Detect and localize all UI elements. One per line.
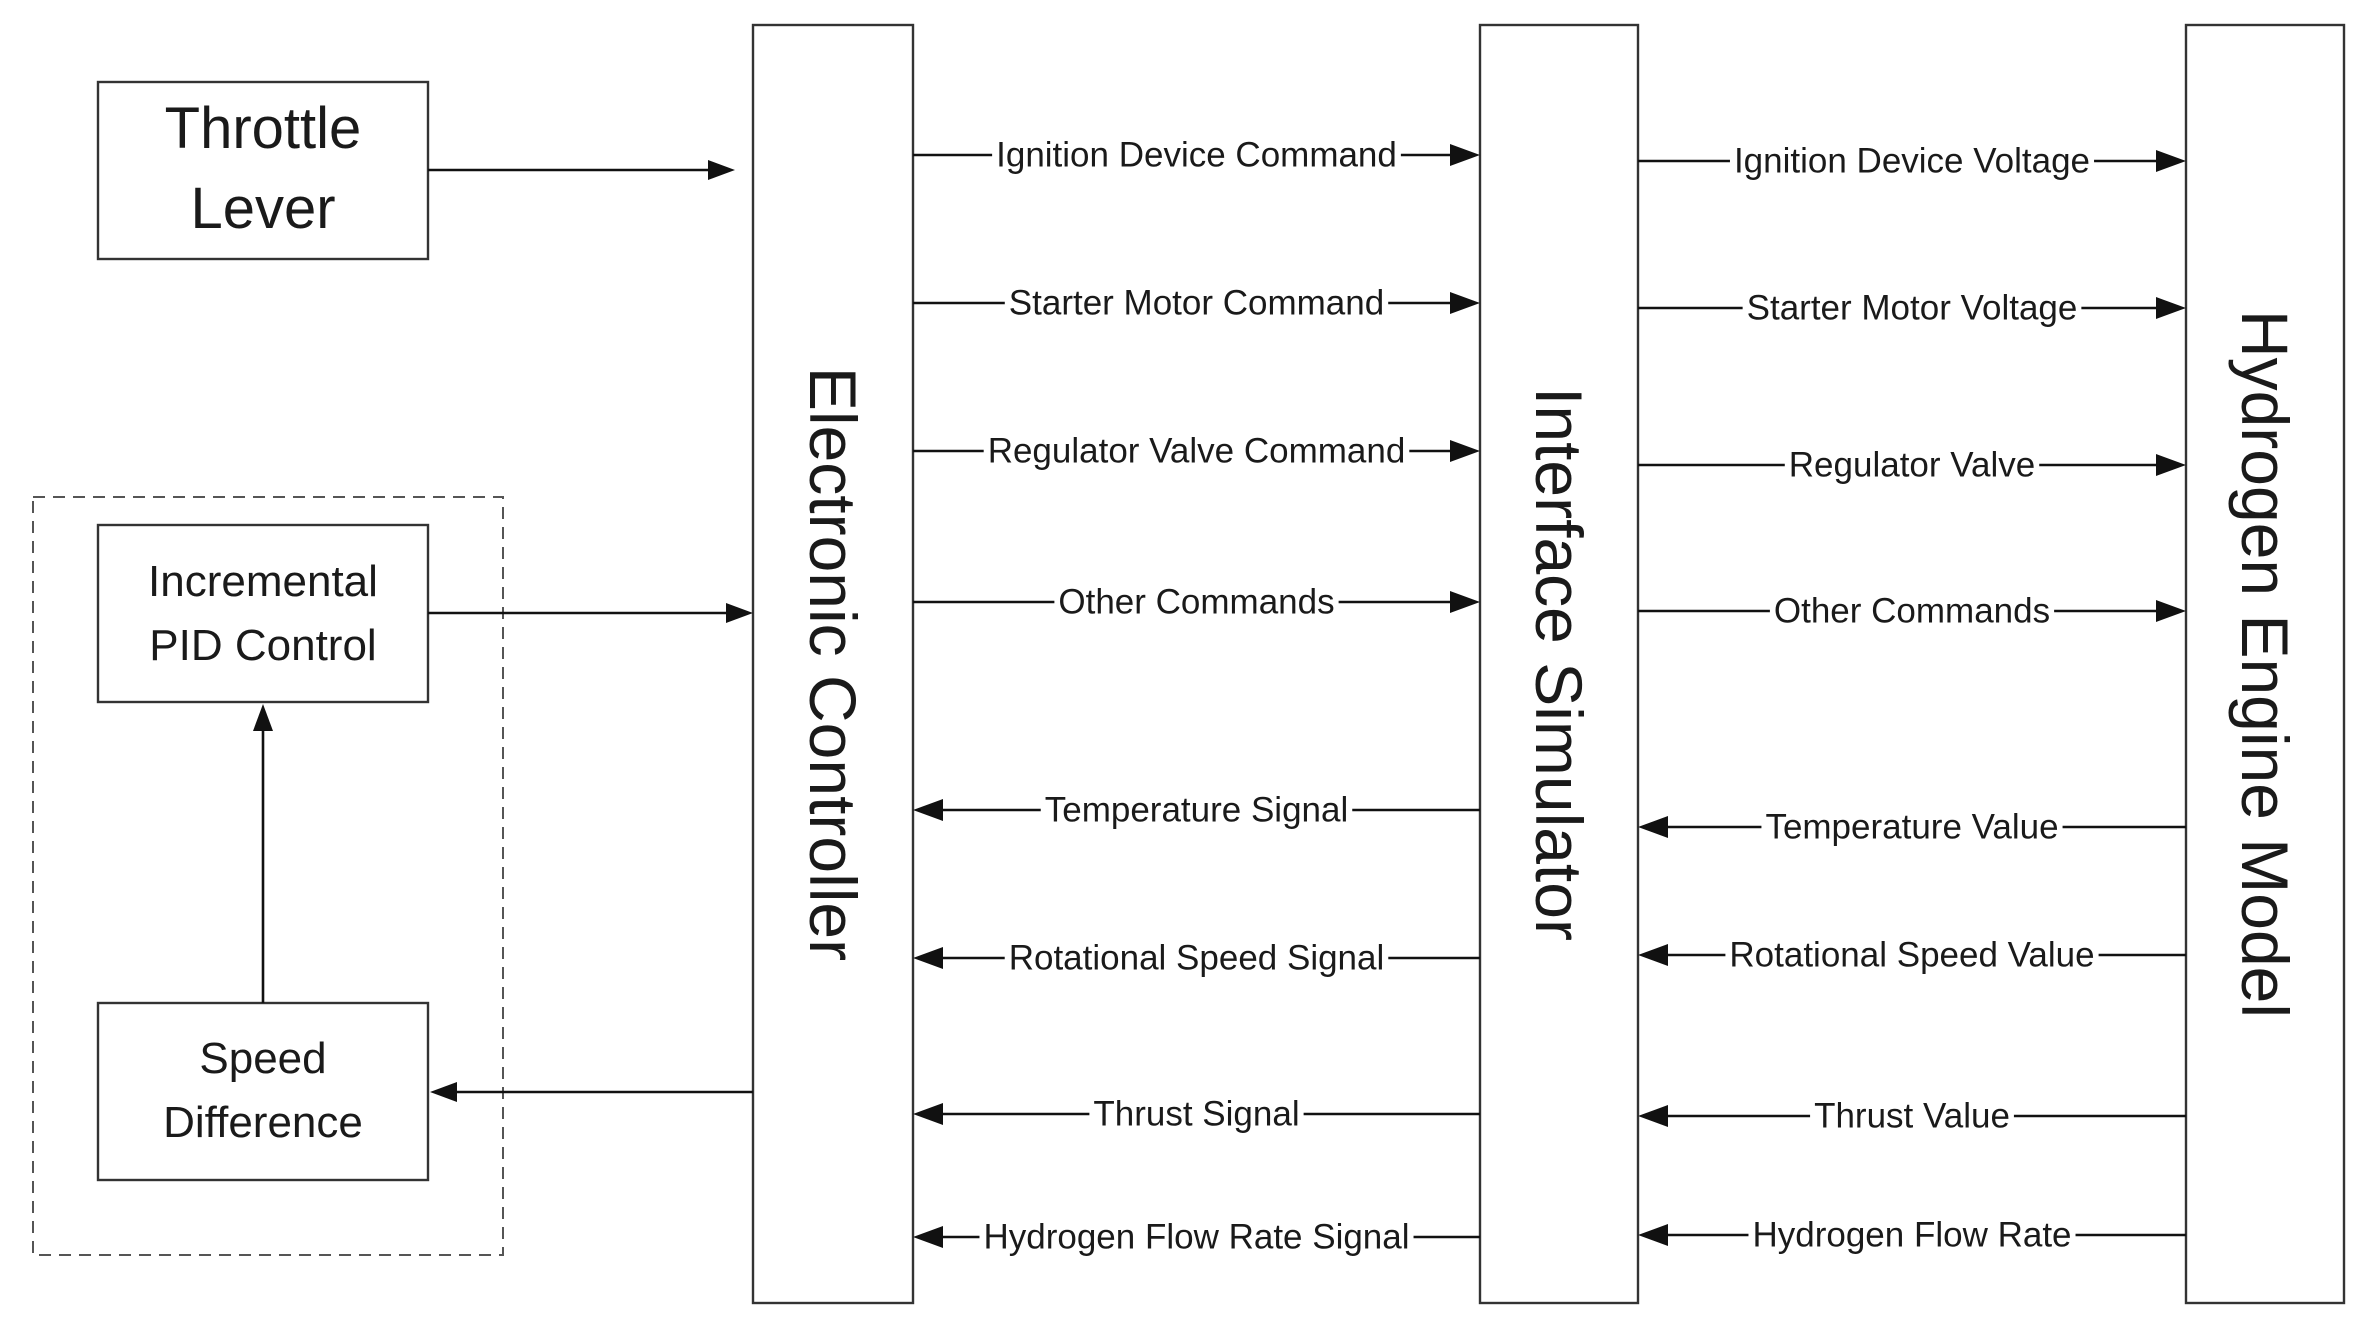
- signal-label-background: [1761, 809, 2063, 845]
- signal-label: Hydrogen Flow Rate Signal: [983, 1218, 1409, 1257]
- arrow-head: [913, 799, 943, 821]
- signal-label: Rotational Speed Value: [1729, 936, 2094, 975]
- sim-to-engine-signal-2: Starter Motor Voltage: [1638, 289, 2186, 328]
- engine-to-sim-signal-4: Hydrogen Flow Rate: [1638, 1216, 2186, 1255]
- signal-label-background: [992, 137, 1401, 173]
- engine-model-block: Hydrogen Engine Model: [2184, 23, 2346, 1305]
- ctrl-to-sim-signal-4: Other Commands: [913, 583, 1480, 622]
- arrow-head: [1450, 440, 1480, 462]
- pid-control-label-line1: Incremental: [148, 557, 378, 606]
- signal-label-background: [1769, 593, 2055, 629]
- ctrl-to-sim-signal-2: Starter Motor Command: [913, 284, 1480, 323]
- sim-to-ctrl-signal-1: Temperature Signal: [913, 791, 1480, 830]
- signal-label: Ignition Device Command: [996, 136, 1397, 175]
- signal-label: Hydrogen Flow Rate: [1752, 1216, 2071, 1255]
- arrow-head: [913, 1103, 943, 1125]
- arrow-head: [2156, 454, 2186, 476]
- signal-label: Temperature Value: [1765, 808, 2058, 847]
- arrow-head: [2156, 600, 2186, 622]
- signal-label-background: [979, 1219, 1414, 1255]
- arrow-head: [2156, 297, 2186, 319]
- pid-loop-group-border: [32, 496, 504, 1256]
- arrow-head: [2156, 150, 2186, 172]
- engine-to-sim-signal-1: Temperature Value: [1638, 808, 2186, 847]
- signal-label: Regulator Valve: [1789, 446, 2035, 485]
- signal-label-background: [1725, 937, 2099, 973]
- engine-to-sim-signal-3: Thrust Value: [1638, 1097, 2186, 1136]
- throttle-to-controller-arrow: [428, 160, 735, 180]
- arrow-head: [1450, 292, 1480, 314]
- signal-label: Other Commands: [1774, 592, 2050, 631]
- signal-label-background: [1784, 447, 2040, 483]
- engine-model-label: Hydrogen Engine Model: [2228, 310, 2302, 1018]
- signal-label-background: [1054, 584, 1339, 620]
- throttle-lever-label-line2: Lever: [190, 176, 335, 241]
- electronic-controller-label: Electronic Controller: [796, 367, 870, 961]
- signal-label-background: [1040, 792, 1353, 828]
- speed-difference-label-line1: Speed: [199, 1034, 326, 1083]
- throttle-lever-block: Throttle Lever: [96, 80, 430, 261]
- arrow-head: [1638, 816, 1668, 838]
- signal-label-background: [1729, 143, 2095, 179]
- signal-label-background: [1810, 1098, 2014, 1134]
- interface-simulator-block: Interface Simulator: [1478, 23, 1640, 1305]
- signal-label: Thrust Value: [1814, 1097, 2010, 1136]
- arrow-head: [913, 947, 943, 969]
- pid-control-label-line2: PID Control: [149, 621, 376, 670]
- signal-label: Starter Motor Command: [1009, 284, 1384, 323]
- speed-difference-block: Speed Difference: [96, 1001, 430, 1182]
- interface-simulator-label: Interface Simulator: [1522, 387, 1596, 941]
- speed-difference-to-pid-arrow: [253, 704, 273, 1003]
- arrow-head: [1450, 144, 1480, 166]
- pid-control-block: Incremental PID Control: [96, 523, 430, 704]
- electronic-controller-block: Electronic Controller: [751, 23, 915, 1305]
- signal-label: Thrust Signal: [1093, 1095, 1299, 1134]
- arrow-head: [913, 1226, 943, 1248]
- controller-to-speed-difference-arrow: [430, 1082, 753, 1102]
- arrow-head: [1450, 591, 1480, 613]
- pid-to-controller-arrow: [428, 603, 753, 623]
- arrow-head: [1638, 944, 1668, 966]
- sim-to-engine-signal-1: Ignition Device Voltage: [1638, 142, 2186, 181]
- signal-label-background: [1089, 1096, 1304, 1132]
- signal-label: Temperature Signal: [1045, 791, 1349, 830]
- engine-to-sim-signal-2: Rotational Speed Value: [1638, 936, 2186, 975]
- sim-to-ctrl-signal-3: Thrust Signal: [913, 1095, 1480, 1134]
- arrow-head: [1638, 1105, 1668, 1127]
- sim-to-ctrl-signal-4: Hydrogen Flow Rate Signal: [913, 1218, 1480, 1257]
- signal-label: Other Commands: [1058, 583, 1334, 622]
- signal-label-background: [1004, 285, 1389, 321]
- sim-to-ctrl-signal-2: Rotational Speed Signal: [913, 939, 1480, 978]
- arrow-head: [1638, 1224, 1668, 1246]
- signal-label-background: [1748, 1217, 2076, 1253]
- sim-to-engine-signal-3: Regulator Valve: [1638, 446, 2186, 485]
- ctrl-to-sim-signal-3: Regulator Valve Command: [913, 432, 1480, 471]
- signal-label-background: [1742, 290, 2082, 326]
- signal-label-background: [983, 433, 1410, 469]
- signal-label: Rotational Speed Signal: [1009, 939, 1385, 978]
- signal-label: Regulator Valve Command: [988, 432, 1406, 471]
- sim-to-engine-signal-4: Other Commands: [1638, 592, 2186, 631]
- signal-label: Starter Motor Voltage: [1747, 289, 2078, 328]
- throttle-lever-label-line1: Throttle: [165, 96, 362, 161]
- ctrl-to-sim-signal-1: Ignition Device Command: [913, 136, 1480, 175]
- signal-label: Ignition Device Voltage: [1734, 142, 2090, 181]
- signal-label-background: [1004, 940, 1389, 976]
- speed-difference-label-line2: Difference: [163, 1098, 363, 1147]
